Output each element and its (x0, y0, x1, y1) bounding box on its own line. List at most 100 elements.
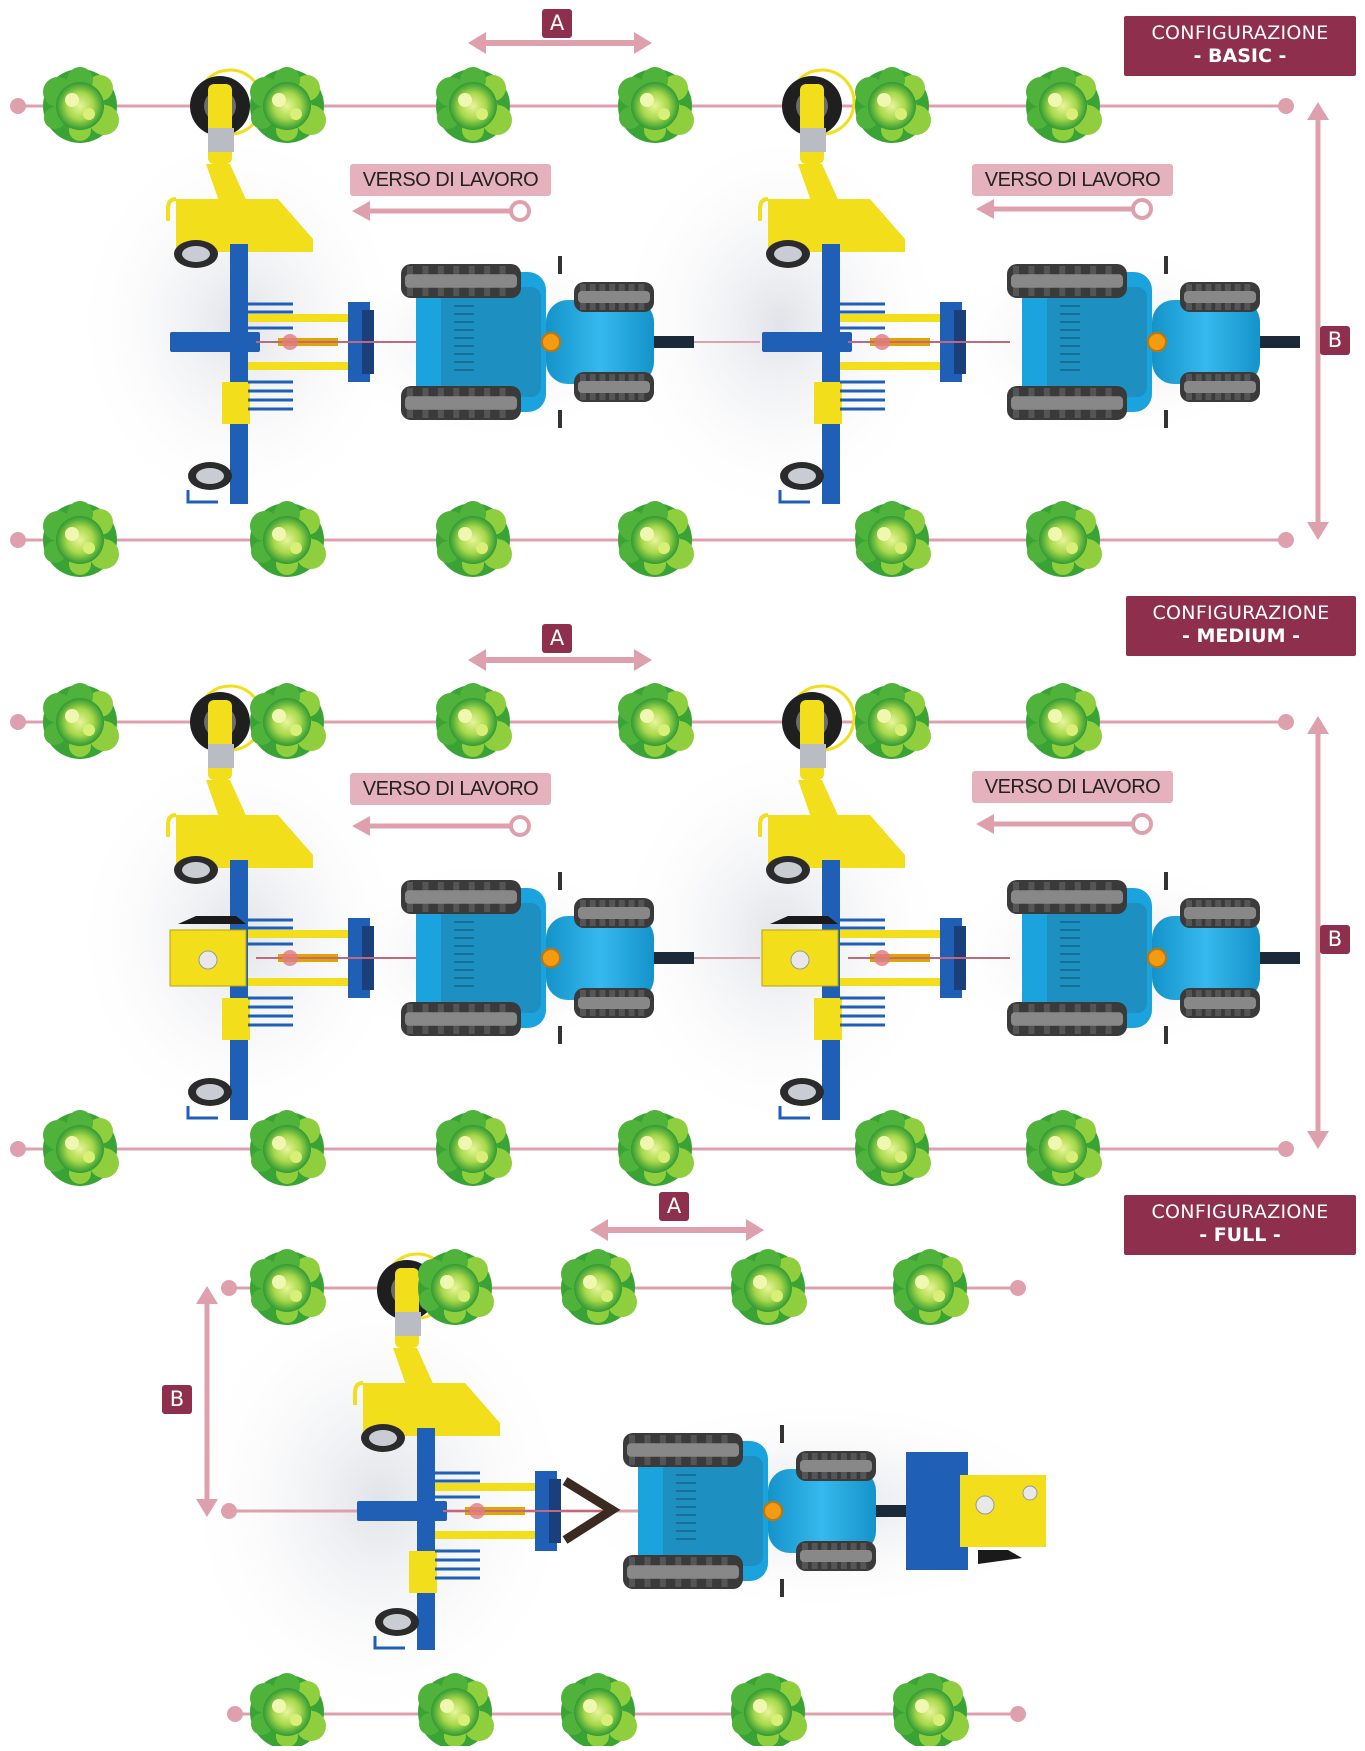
tractor-mirror (780, 1579, 784, 1597)
plant-foliage (250, 1110, 326, 1186)
working-direction-label: VERSO DI LAVORO (972, 164, 1173, 196)
tractor-rear-wheel (1007, 880, 1127, 914)
tool-housing (409, 1551, 437, 1593)
tractor-front-wheel (574, 898, 654, 928)
row-end-dot (1278, 98, 1294, 114)
tractor-beacon (541, 948, 561, 968)
row-end-dot (10, 98, 26, 114)
parallel-link (435, 1531, 543, 1539)
plant-foliage (618, 683, 694, 759)
row-end-dot (1278, 1141, 1294, 1157)
tractor-body (416, 872, 654, 1044)
tractor-front-wheel (1180, 988, 1260, 1018)
tractor-mirror (558, 256, 562, 274)
side-shift-bar (170, 332, 260, 352)
tractor-right (1022, 256, 1300, 428)
tractor-basic-left (416, 256, 694, 428)
plant-foliage (436, 683, 512, 759)
plant-foliage (893, 1249, 969, 1325)
parallel-link (840, 978, 948, 986)
tractor-mirror (1164, 1026, 1168, 1044)
working-direction-arrow (352, 815, 531, 837)
plant-foliage (250, 501, 326, 577)
plant-foliage (618, 501, 694, 577)
tractor-mirror (558, 872, 562, 890)
hydraulic-motor (770, 916, 838, 924)
parallel-link (840, 930, 948, 938)
working-direction-label: VERSO DI LAVORO (350, 164, 551, 196)
tractor-full (638, 1425, 916, 1597)
tool-housing (814, 382, 842, 424)
config-medium-badge: CONFIGURAZIONE - MEDIUM - (1126, 596, 1356, 656)
tractor-mirror (1164, 872, 1168, 890)
side-shift-bar (357, 1501, 447, 1521)
dimension-a-label: A (542, 9, 572, 38)
weeder-implement (166, 684, 418, 1120)
row-end-dot (1278, 714, 1294, 730)
tractor-body (1022, 256, 1260, 428)
weeder-implement (758, 68, 1010, 504)
plant-foliage (43, 1110, 119, 1186)
weeder-implement (166, 68, 418, 504)
feeler-wheel (782, 684, 856, 780)
tractor-rear-wheel (401, 386, 521, 420)
tractor-body (1022, 872, 1260, 1044)
tractor-rear-wheel (1007, 386, 1127, 420)
working-direction-arrow (976, 198, 1153, 220)
feeler-wheel (190, 68, 264, 164)
tractor-front-wheel (574, 988, 654, 1018)
tractor-rear-wheel (1007, 264, 1127, 298)
plant-foliage (250, 67, 326, 143)
tractor-front-wheel (796, 1451, 876, 1481)
row-end-dot (1278, 532, 1294, 548)
weeder-implement (353, 1252, 605, 1650)
plant-foliage (436, 1110, 512, 1186)
row-end-dot (227, 1706, 243, 1722)
dimension-b-label: B (1320, 326, 1350, 355)
parallel-link (248, 930, 356, 938)
row-end-dot (1010, 1706, 1026, 1722)
parallel-link (248, 314, 356, 322)
tractor-drawbar (1262, 952, 1292, 964)
dimension-b-arrow (1307, 716, 1329, 1149)
plant-foliage (1026, 683, 1102, 759)
drop-shadow (180, 1270, 580, 1730)
tool-housing (222, 382, 250, 424)
tractor-beacon (1147, 948, 1167, 968)
config-basic-badge: CONFIGURAZIONE - BASIC - (1124, 16, 1356, 76)
dimension-b-arrow (196, 1286, 218, 1517)
config-basic-name: - BASIC - (1193, 45, 1287, 67)
parallel-link (840, 362, 948, 370)
plant-foliage (1026, 501, 1102, 577)
tool-frame-post (230, 244, 248, 504)
tool-frame-post (822, 244, 840, 504)
swing-arm (166, 780, 313, 868)
weeder-implement (758, 684, 1010, 1120)
plant-foliage (418, 1673, 494, 1749)
tractor-beacon (541, 332, 561, 352)
plant-foliage (436, 67, 512, 143)
tractor-drawbar (654, 336, 694, 348)
tractor-front-wheel (1180, 282, 1260, 312)
tractor-drawbar (1262, 336, 1292, 348)
plant-foliage (893, 1673, 969, 1749)
config-full-badge: CONFIGURAZIONE - FULL - (1124, 1195, 1356, 1255)
dimension-b-arrow (1307, 102, 1329, 540)
config-medium-name: - MEDIUM - (1181, 625, 1301, 647)
plant-foliage (855, 67, 931, 143)
parallel-link (248, 362, 356, 370)
side-shift-bar (762, 332, 852, 352)
plant-foliage (731, 1673, 807, 1749)
tractor-mirror (1164, 256, 1168, 274)
tractor-rear-wheel (401, 880, 521, 914)
dimension-a-arrow (468, 32, 652, 54)
working-direction-label: VERSO DI LAVORO (350, 773, 551, 805)
plant-foliage (731, 1249, 807, 1325)
working-direction-arrow (976, 813, 1153, 835)
dimension-b-label: B (1320, 925, 1350, 954)
feeler-wheel (190, 684, 264, 780)
working-direction-label: VERSO DI LAVORO (972, 771, 1173, 803)
parallel-link (248, 978, 356, 986)
drop-shadow (610, 123, 950, 523)
